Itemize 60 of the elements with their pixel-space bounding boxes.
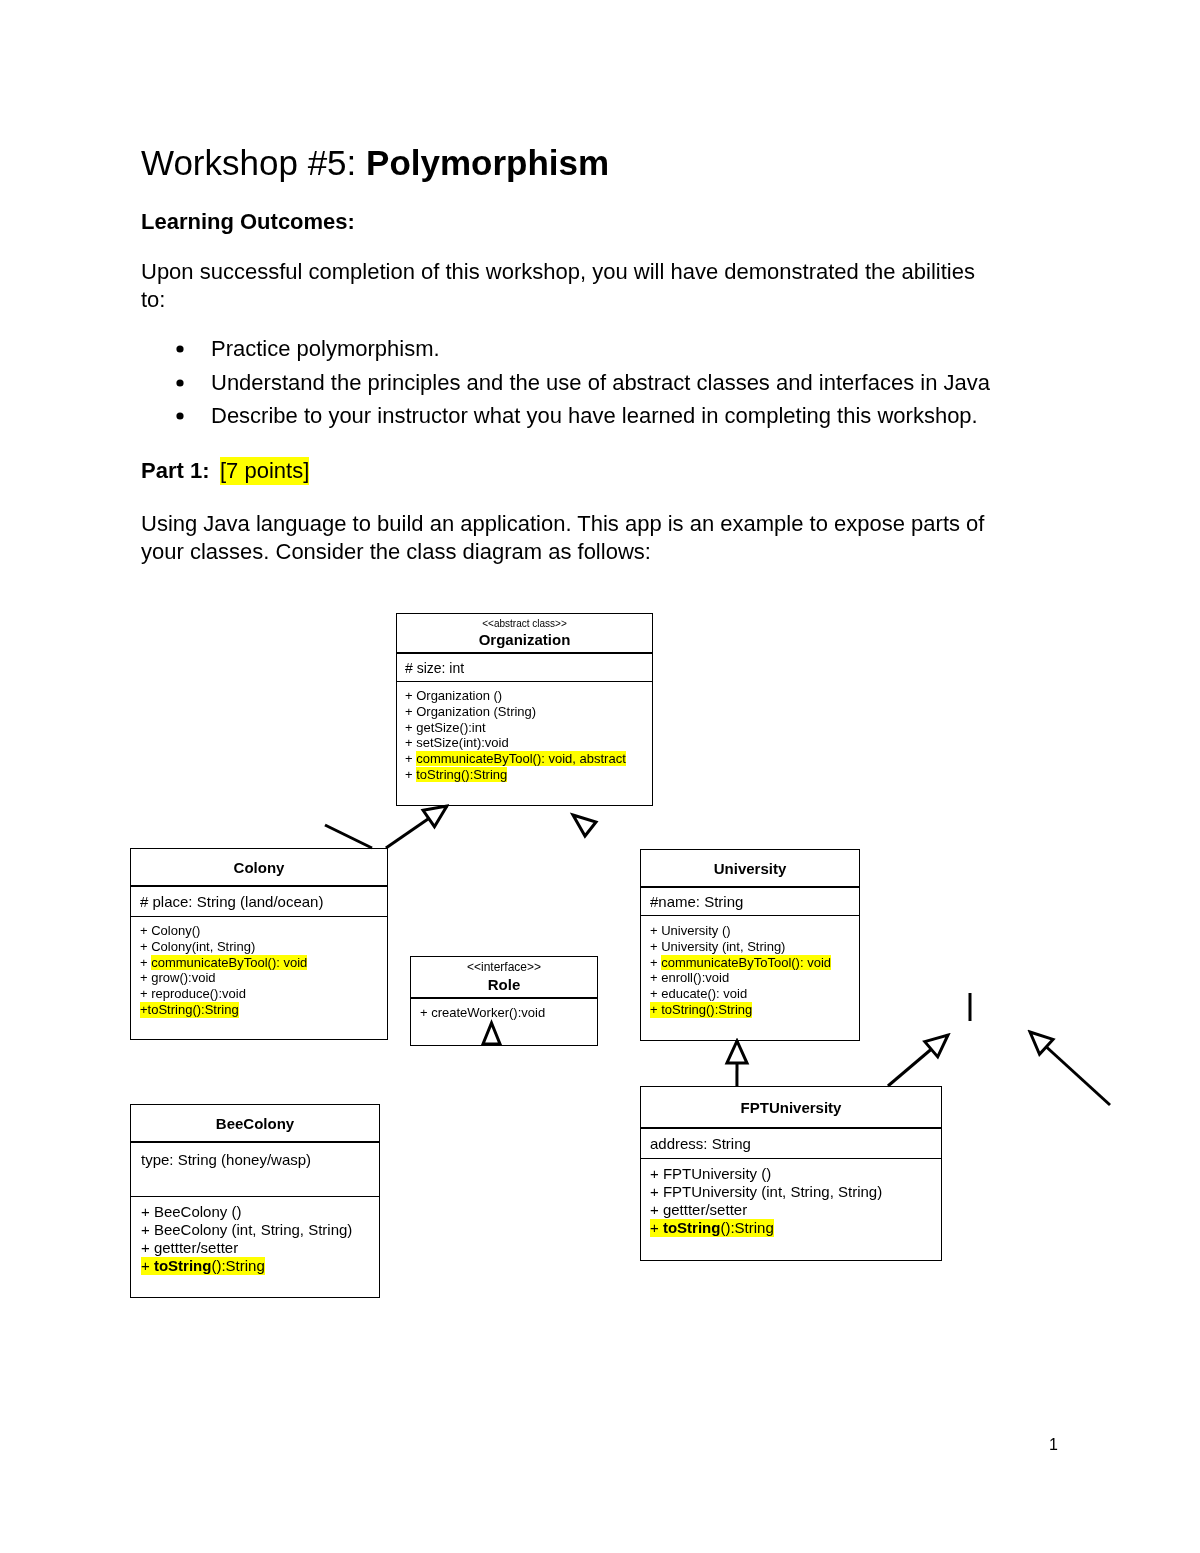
method-text: + educate(): void — [650, 986, 748, 1002]
attribute-text: type: String (honey/wasp) — [141, 1150, 312, 1169]
method-text: +toString():String — [140, 1002, 239, 1018]
inheritance-arrow — [725, 1039, 749, 1086]
method-text: + BeeColony () — [141, 1203, 242, 1221]
attribute-text: # size: int — [405, 658, 465, 677]
class-box — [640, 1086, 942, 1261]
class-name: Organization — [478, 630, 571, 649]
method-text: + grow():void — [140, 970, 216, 987]
stereotype-label: <<interface>> — [466, 960, 542, 975]
page-number: 1 — [1049, 1435, 1058, 1455]
method-text: + BeeColony (int, String, String) — [141, 1221, 353, 1239]
attribute-text: #name: String — [650, 892, 744, 911]
class-name: BeeColony — [215, 1113, 295, 1133]
attribute-text: address: String — [650, 1134, 751, 1153]
attribute-text: # place: String (land/ocean) — [140, 892, 324, 911]
method-text: + toString():String — [405, 767, 508, 783]
method-text: + gettter/setter — [141, 1239, 239, 1257]
method-text: + Colony(int, String) — [140, 938, 256, 955]
class-name: University — [713, 858, 787, 878]
method-text: + Colony() — [140, 923, 201, 939]
method-text: + toString():String — [650, 1002, 753, 1018]
method-text: + setSize(int):void — [405, 735, 509, 752]
method-text: + getSize():int — [405, 719, 486, 736]
class-name: Colony — [233, 857, 285, 877]
inheritance-arrow — [886, 1033, 950, 1088]
connector-line — [324, 823, 373, 850]
class-box — [410, 956, 598, 1046]
inheritance-arrow — [385, 804, 449, 850]
class-box — [130, 848, 388, 1040]
method-text: + toString():String — [650, 1219, 774, 1237]
method-text: + Organization (String) — [405, 703, 537, 720]
bullet-text: Practice polymorphism. — [211, 335, 440, 363]
method-text: + University (int, String) — [650, 938, 786, 955]
class-box — [396, 613, 653, 806]
method-text: + gettter/setter — [650, 1201, 748, 1219]
section-heading: Learning Outcomes: — [141, 208, 355, 236]
method-text: + FPTUniversity () — [650, 1165, 772, 1183]
class-name: FPTUniversity — [740, 1097, 842, 1117]
method-text: + communicateByToTool(): void — [650, 954, 831, 971]
stereotype-label: <<abstract class>> — [482, 617, 567, 630]
class-name: Role — [487, 975, 521, 994]
method-text: + University () — [650, 923, 731, 939]
method-text: + communicateByTool(): void, abstract — [405, 751, 626, 767]
class-box — [130, 1104, 380, 1298]
paragraph: Using Java language to build an application. This app is an example to expose parts of your classes. Consider the class diagram as follows: — [141, 510, 986, 566]
method-text: + Organization () — [405, 688, 503, 704]
paragraph: Upon successful completion of this workshop, you will have demonstrated the abilities to: — [141, 258, 976, 314]
method-text: + createWorker():void — [420, 1004, 546, 1021]
method-text: + enroll():void — [650, 970, 730, 987]
points-label: [7 points] — [220, 457, 310, 485]
section-label: Part 1: — [141, 457, 210, 485]
method-text: + FPTUniversity (int, String, String) — [650, 1183, 883, 1201]
method-text: + communicateByTool(): void — [140, 954, 308, 971]
bullet-text: Understand the principles and the use of abstract classes and interfaces in Java — [211, 369, 990, 397]
page-title: Workshop #5: Polymorphism — [141, 142, 610, 184]
bullet-text: Describe to your instructor what you have learned in completing this workshop. — [211, 402, 978, 430]
method-text: + toString():String — [141, 1257, 265, 1275]
method-text: + reproduce():void — [140, 986, 246, 1002]
class-box — [640, 849, 860, 1041]
